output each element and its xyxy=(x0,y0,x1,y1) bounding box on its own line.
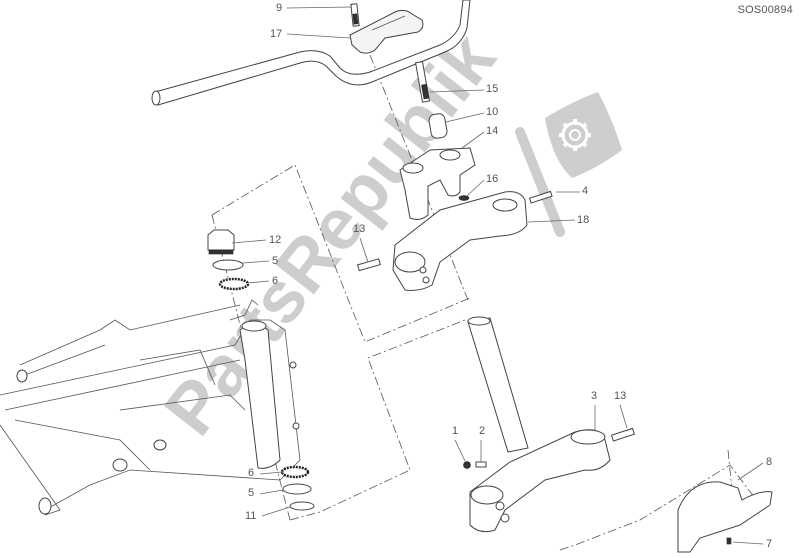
screw-13-upper xyxy=(356,258,381,272)
callout-7: 7 xyxy=(766,538,773,550)
screw-4 xyxy=(528,190,553,204)
washer-16 xyxy=(458,195,470,201)
screw-13-lower xyxy=(610,427,635,442)
bearing-6-lower xyxy=(280,465,310,479)
callout-1: 1 xyxy=(452,425,459,437)
handlebar xyxy=(151,0,471,106)
callout-13-lower: 13 xyxy=(614,390,627,402)
motorcycle-frame xyxy=(0,299,301,516)
lower-steering-yoke xyxy=(469,429,611,533)
nut-1 xyxy=(463,461,471,469)
screw-15 xyxy=(414,61,430,103)
seal-ring-11 xyxy=(289,501,315,511)
bearing-race-5-upper xyxy=(212,259,244,271)
screw-2 xyxy=(475,461,487,468)
callout-14: 14 xyxy=(486,125,499,137)
screw-7 xyxy=(726,537,732,545)
callout-6-upper: 6 xyxy=(272,275,279,287)
callout-5-upper: 5 xyxy=(272,255,279,267)
callout-8: 8 xyxy=(766,456,773,468)
callout-3: 3 xyxy=(591,390,598,402)
callout-9: 9 xyxy=(276,2,283,14)
handlebar-clamp xyxy=(349,9,424,54)
callout-11: 11 xyxy=(245,510,257,522)
callout-13-upper: 13 xyxy=(353,223,366,235)
upper-steering-yoke xyxy=(392,191,528,291)
callout-12: 12 xyxy=(269,234,282,246)
callout-17: 17 xyxy=(270,28,283,40)
bearing-6-upper xyxy=(218,277,250,291)
callout-6-lower: 6 xyxy=(248,467,255,479)
callout-15: 15 xyxy=(486,83,499,95)
fender-guard-8 xyxy=(677,481,773,553)
screw-9 xyxy=(350,3,360,27)
handlebar-riser xyxy=(399,147,476,220)
callout-4: 4 xyxy=(582,185,589,197)
callout-18: 18 xyxy=(577,214,590,226)
gear-icon xyxy=(559,119,591,151)
callout-5-lower: 5 xyxy=(248,487,255,499)
drawing-code: SOS00894 xyxy=(737,4,793,16)
spacer-10 xyxy=(428,113,448,139)
leader-lines xyxy=(231,6,764,545)
callout-16: 16 xyxy=(486,173,499,185)
bearing-race-5-lower xyxy=(282,483,312,495)
steering-nut-12 xyxy=(207,229,235,255)
callout-10: 10 xyxy=(486,106,499,118)
callout-2: 2 xyxy=(479,425,486,437)
steering-stem xyxy=(467,316,529,453)
